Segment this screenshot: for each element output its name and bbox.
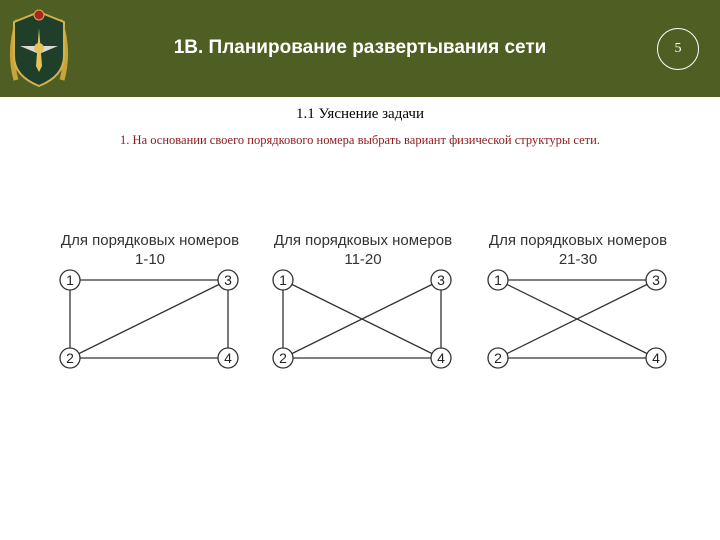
topology-diagram: Для порядковых номеров 1-10 1 2 3 4 [59,232,239,369]
node-label: 3 [652,272,660,288]
node-label: 1 [494,272,502,288]
topology-label: Для порядковых номеров [61,232,239,249]
network-link [497,279,657,359]
topology-label: Для порядковых номеров [274,232,452,249]
network-node [487,347,509,369]
topology-diagram: Для порядковых номеров 21-30 1 2 3 4 [487,232,667,369]
topology-label: Для порядковых номеров [489,232,667,249]
node-label: 1 [66,272,74,288]
network-node [430,269,452,291]
node-label: 3 [224,272,232,288]
slide-header: 1В. Планирование развертывания сети 5 [0,0,720,97]
topology-range: 21-30 [559,251,597,268]
node-label: 4 [652,350,660,366]
task-text: 1. На основании своего порядкового номер… [120,133,600,147]
topology-diagram: Для порядковых номеров 11-20 1 2 3 4 [272,232,452,369]
network-node [430,347,452,369]
section-subtitle: 1.1 Уяснение задачи [296,106,424,122]
network-node [59,269,81,291]
node-label: 1 [279,272,287,288]
network-link [282,279,442,359]
slide-title: 1В. Планирование развертывания сети [173,37,547,58]
page-number: 5 [657,28,699,70]
network-node [272,347,294,369]
network-link [69,279,229,359]
network-node [217,347,239,369]
military-emblem-icon [10,9,68,88]
node-label: 4 [437,350,445,366]
network-node [217,269,239,291]
network-node [272,269,294,291]
topology-range: 11-20 [344,251,381,268]
network-node [645,269,667,291]
network-node [645,347,667,369]
network-node [487,269,509,291]
topology-range: 1-10 [135,251,165,268]
node-label: 2 [279,350,287,366]
node-label: 3 [437,272,445,288]
node-label: 2 [494,350,502,366]
node-label: 2 [66,350,74,366]
network-node [59,347,81,369]
node-label: 4 [224,350,232,366]
